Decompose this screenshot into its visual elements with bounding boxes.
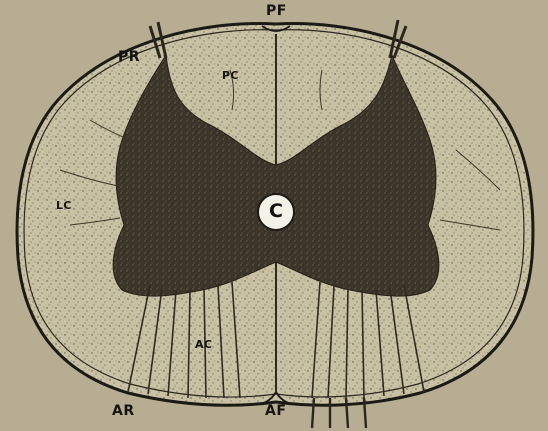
label-pc: PC: [222, 70, 239, 81]
label-ar: AR: [112, 404, 135, 418]
label-pr: PR: [118, 50, 140, 64]
label-lc: LC: [56, 200, 72, 211]
label-ac: AC: [195, 339, 212, 350]
label-pf: PF: [266, 4, 287, 18]
label-c: C: [269, 202, 283, 221]
label-af: AF: [265, 404, 286, 418]
